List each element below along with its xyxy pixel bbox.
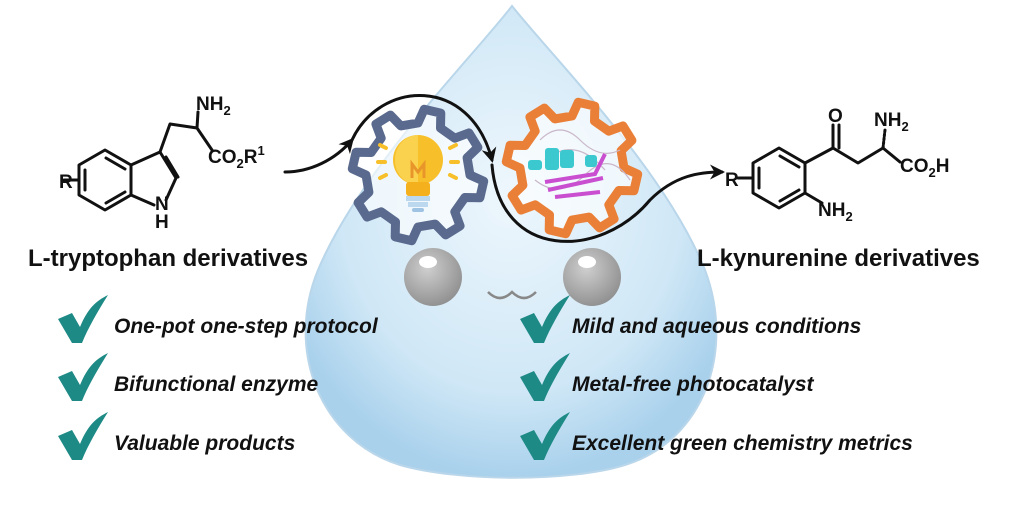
lightbulb-icon [376,135,460,212]
substituent-label: R [725,170,739,191]
ester-label: CO2R1 [208,143,265,171]
gear-icon [501,97,643,239]
photocatalyst-gear [347,104,489,246]
feature-left-item: One-pot one-step protocol [114,315,379,338]
reaction-arrow-in [283,137,354,174]
reaction-arrow-cycle [350,94,497,163]
protein-structure-icon [528,129,631,199]
feature-right-item: Excellent green chemistry metrics [572,432,913,455]
acid-label: CO2H [900,156,949,180]
checkmark-icon [58,353,108,401]
ring-h-label: H [155,212,169,233]
amine-label: NH2 [196,94,231,118]
feature-right-item: Mild and aqueous conditions [572,315,861,338]
enzyme-gear [501,97,643,239]
tryptophan-structure: R NH2 CO2R1 N H L-tryptophan derivatives [28,94,308,272]
water-droplet-mascot [304,4,718,479]
checkmark-icon [520,412,570,460]
substituent-label: R [59,172,73,193]
droplet-body [304,4,718,479]
right-compound-title: L-kynurenine derivatives [697,245,980,272]
checkmark-icon [58,412,108,460]
mouth [487,290,537,300]
feature-left-item: Bifunctional enzyme [114,373,319,396]
checkmark-icon [520,295,570,343]
left-compound-title: L-tryptophan derivatives [28,245,308,272]
ring-n-label: N [155,194,169,215]
oxo-label: O [828,106,843,127]
right-eye [563,248,621,306]
aryl-amine-label: NH2 [818,200,853,224]
feature-left-item: Valuable products [114,432,295,455]
feature-right-item: Metal-free photocatalyst [572,373,815,396]
checkmark-icon [58,295,108,343]
reaction-arrow-out [490,163,725,243]
checkmark-icon [520,353,570,401]
kynurenine-structure: R O NH2 CO2H NH2 L-kynurenine derivative… [697,106,980,272]
amine-label: NH2 [874,110,909,134]
left-eye [404,248,462,306]
